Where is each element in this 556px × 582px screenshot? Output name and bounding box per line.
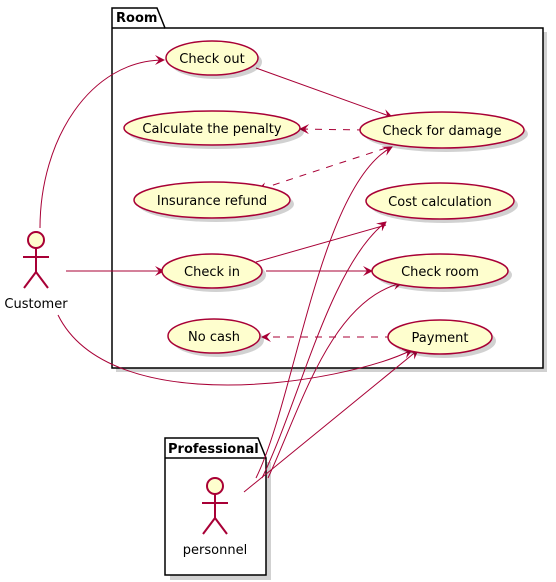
link-customer-checkout (39, 55, 165, 229)
usecase-cost-calculation: Cost calculation (365, 182, 518, 223)
usecase-insurance-refund: Insurance refund (133, 181, 294, 222)
usecase-check-in-label: Check in (184, 265, 240, 280)
package-room-label: Room (116, 11, 157, 26)
usecase-check-room: Check room (371, 253, 512, 292)
link-personnel-cost (261, 221, 387, 479)
usecase-check-out: Check out (165, 40, 262, 79)
usecase-check-room-label: Check room (401, 265, 479, 280)
usecase-cost-calculation-label: Cost calculation (388, 195, 492, 210)
usecase-calculate-penalty-label: Calculate the penalty (142, 122, 281, 137)
package-professional: Professional (164, 437, 271, 580)
usecase-check-out-label: Check out (179, 52, 244, 67)
link-checkout-damage (255, 67, 393, 119)
link-damage-refund (257, 147, 387, 192)
stick-figure-icon (202, 477, 228, 535)
stick-figure-icon (23, 231, 49, 289)
link-damage-penalty (299, 124, 365, 135)
actor-customer-label: Customer (4, 297, 68, 312)
actor-customer: Customer (4, 231, 68, 312)
usecase-check-for-damage-label: Check for damage (382, 124, 501, 139)
usecase-no-cash-label: No cash (188, 330, 240, 345)
relationships (39, 55, 419, 493)
usecase-payment: Payment (387, 319, 496, 358)
usecase-calculate-penalty: Calculate the penalty (123, 110, 304, 149)
usecase-payment-label: Payment (412, 331, 469, 346)
package-professional-label: Professional (168, 442, 259, 457)
link-checkin-cost (255, 224, 387, 263)
link-personnel-checkroom (267, 280, 403, 479)
link-customer-payment (57, 314, 413, 386)
actor-personnel: personnel (183, 477, 247, 558)
usecase-check-for-damage: Check for damage (359, 111, 528, 152)
usecase-insurance-refund-label: Insurance refund (157, 194, 267, 209)
usecase-check-in: Check in (161, 253, 266, 292)
actor-personnel-label: personnel (183, 543, 247, 558)
link-personnel-damage (255, 146, 393, 479)
link-personnel-payment (243, 349, 419, 493)
usecase-no-cash: No cash (167, 318, 264, 357)
